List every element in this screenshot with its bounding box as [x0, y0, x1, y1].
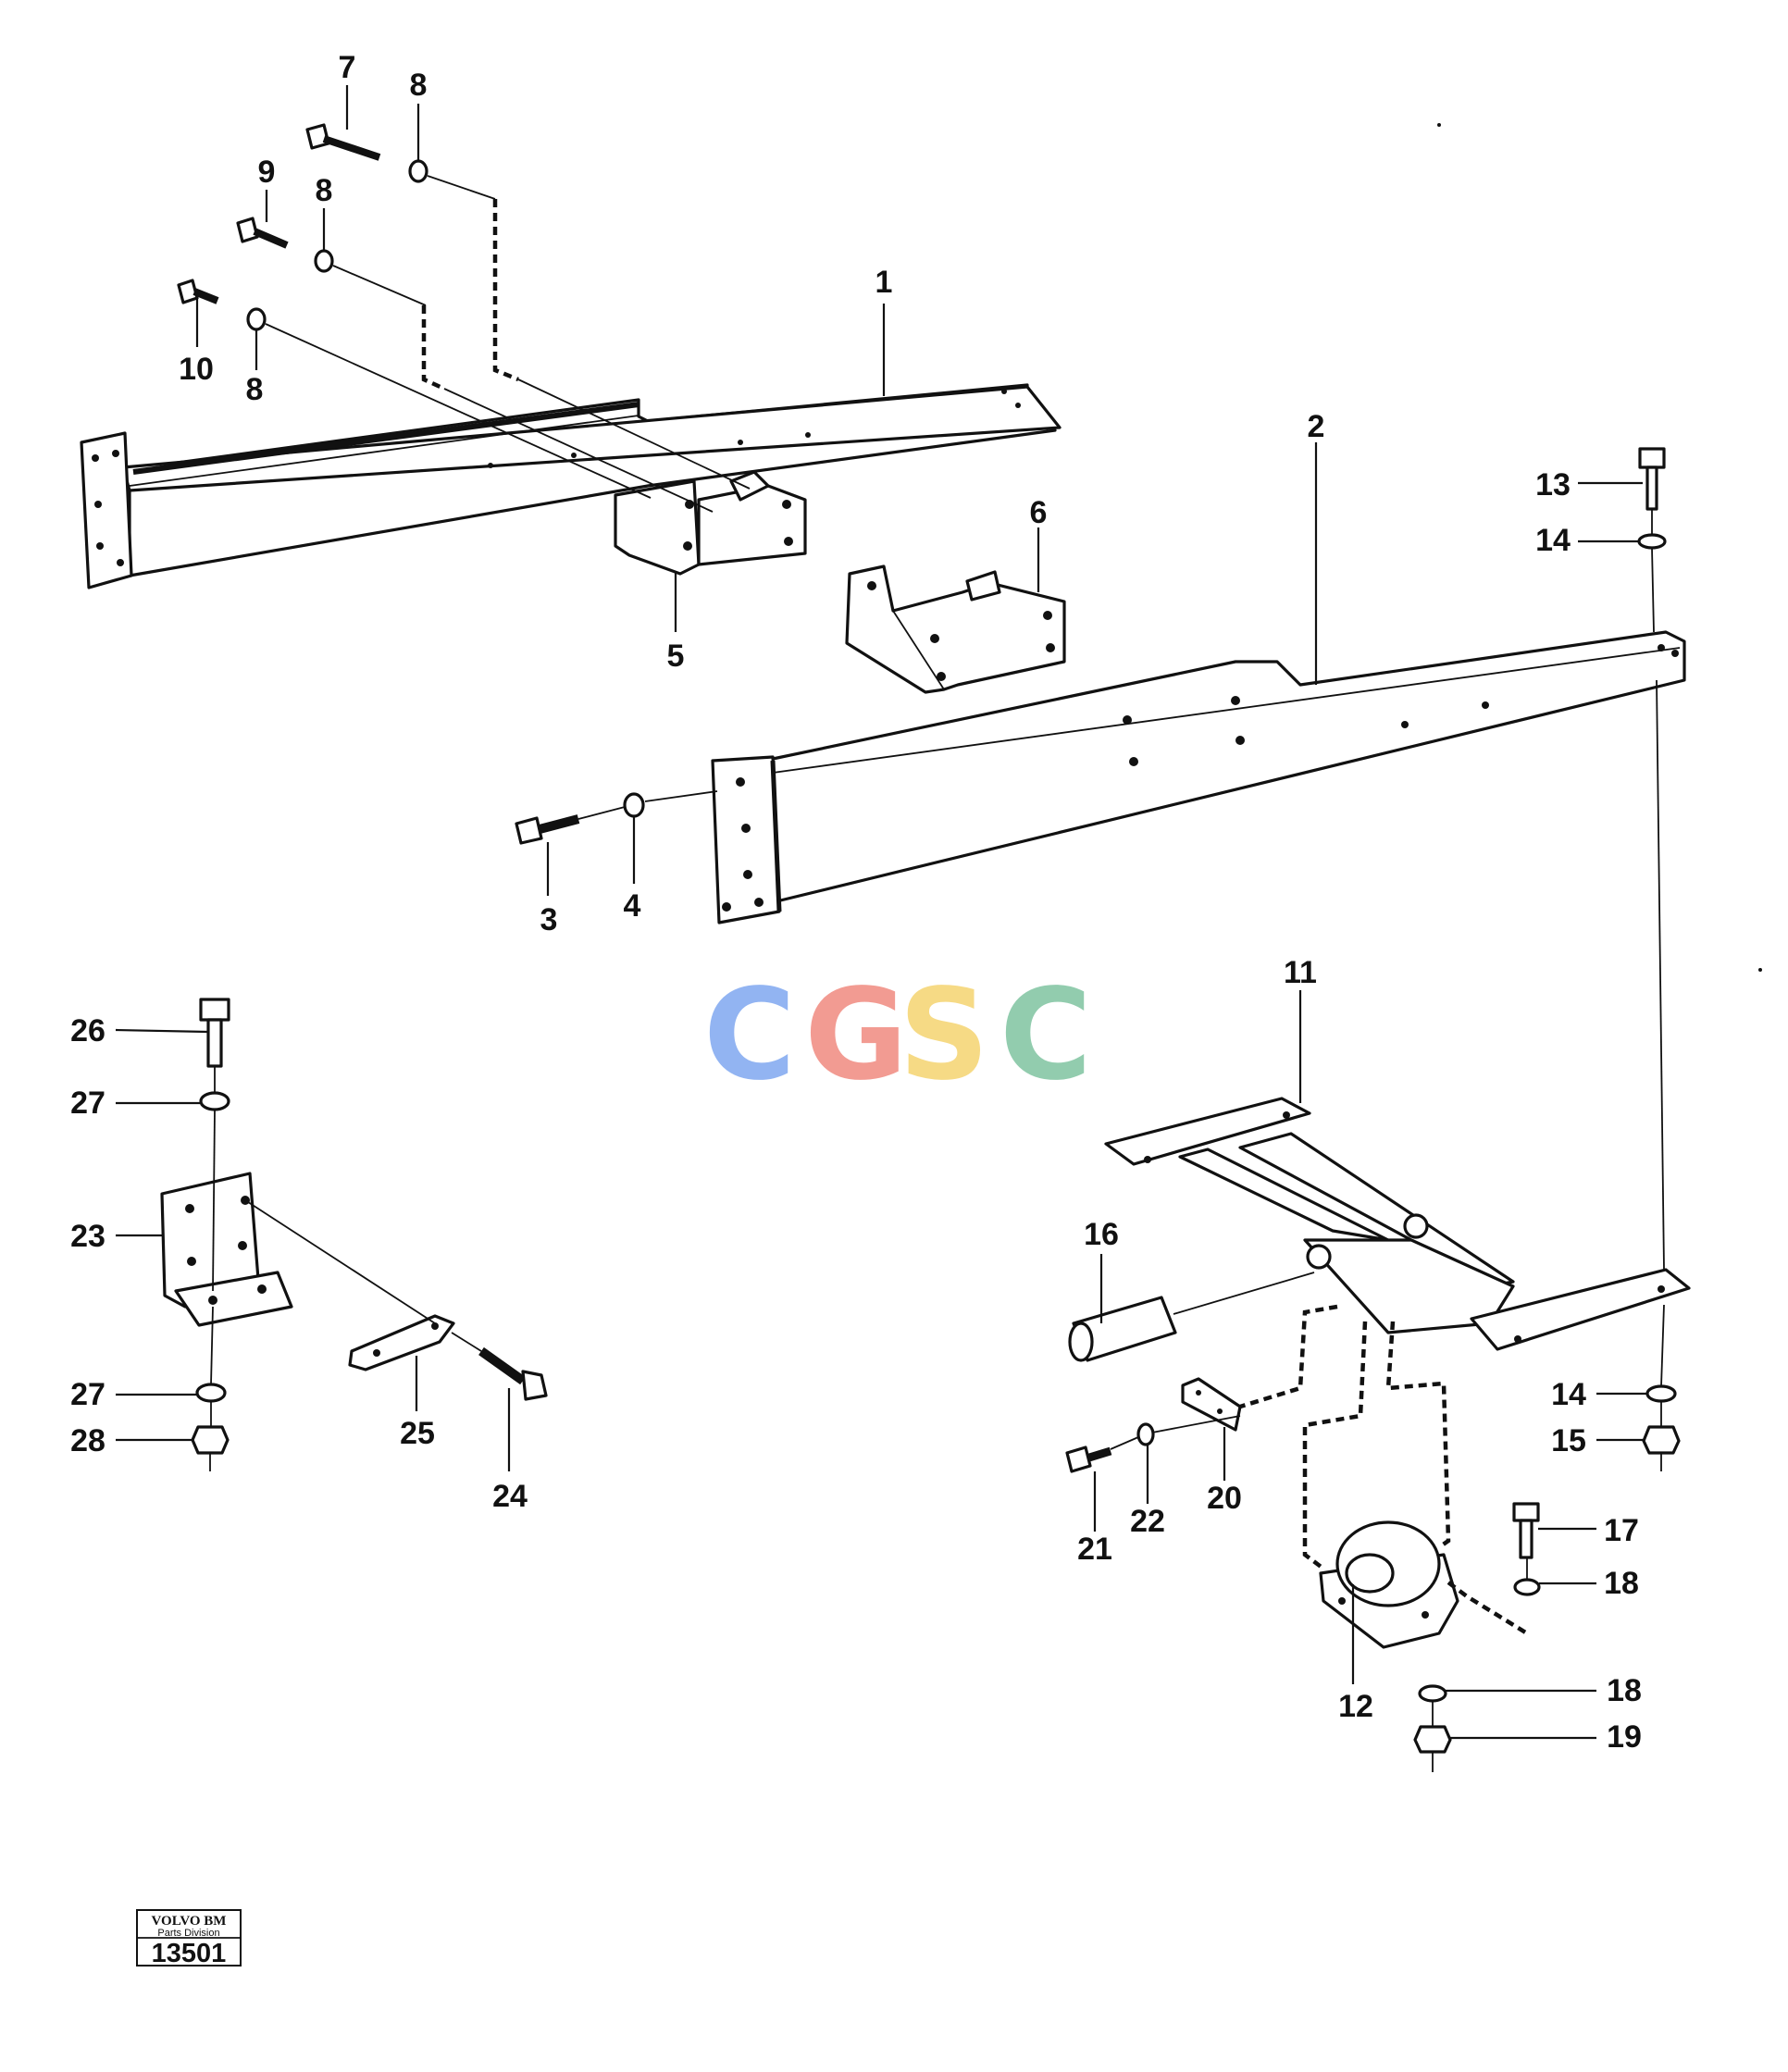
- frame-member-2: [711, 630, 1686, 924]
- callout-25: 25: [400, 1416, 435, 1451]
- frame-member-1: [80, 383, 1062, 589]
- callout-8: 8: [246, 372, 264, 407]
- callout-13: 13: [1535, 467, 1571, 502]
- callout-14: 14: [1535, 523, 1571, 558]
- callout-27: 27: [70, 1377, 106, 1412]
- bracket-6: [845, 565, 1066, 694]
- callout-11: 11: [1284, 955, 1317, 990]
- callout-2: 2: [1308, 409, 1325, 444]
- plate-25: [348, 1314, 455, 1371]
- watermark-letter-s: S: [899, 962, 989, 1109]
- callout-19: 19: [1607, 1719, 1642, 1755]
- fasteners: [177, 123, 1681, 1754]
- stamp-brand: VOLVO BM: [152, 1914, 227, 1929]
- callout-5: 5: [667, 639, 685, 674]
- bearing-12: [1319, 1520, 1459, 1649]
- callout-24: 24: [492, 1479, 528, 1514]
- watermark-logo: C G S C: [703, 962, 1092, 1109]
- callout-20: 20: [1207, 1481, 1242, 1516]
- callout-22: 22: [1130, 1504, 1165, 1539]
- catalog-stamp: VOLVO BM Parts Division 13501: [136, 1909, 242, 1968]
- scan-specks: [1437, 123, 1762, 972]
- callout-4: 4: [624, 888, 641, 924]
- callout-14: 14: [1551, 1377, 1586, 1412]
- watermark-letter-c2: C: [1000, 962, 1092, 1109]
- callout-23: 23: [70, 1219, 106, 1254]
- watermark-letter-c1: C: [703, 962, 796, 1109]
- callout-numbers: 7 8 9 8 10 8 1 2 5 6 3 4 13 14 11 16 14 …: [70, 50, 1642, 1755]
- callout-7: 7: [339, 50, 356, 85]
- callout-10: 10: [179, 352, 214, 387]
- callout-17: 17: [1604, 1513, 1639, 1548]
- callout-26: 26: [70, 1013, 106, 1048]
- pin-16: [1068, 1296, 1177, 1362]
- callout-8: 8: [410, 68, 428, 103]
- callout-8: 8: [316, 173, 333, 208]
- callout-28: 28: [70, 1423, 106, 1458]
- callout-27: 27: [70, 1086, 106, 1121]
- stamp-division: Parts Division: [157, 1928, 219, 1939]
- callout-21: 21: [1077, 1532, 1112, 1567]
- callout-9: 9: [258, 155, 276, 190]
- callout-18: 18: [1607, 1673, 1642, 1708]
- callout-1: 1: [875, 265, 893, 300]
- assembly-lines: [209, 175, 1665, 1772]
- callout-12: 12: [1338, 1689, 1373, 1724]
- callout-15: 15: [1551, 1423, 1586, 1458]
- bracket-5: [614, 470, 807, 576]
- stamp-number: 13501: [152, 1939, 227, 1968]
- subframe-11: [1104, 1097, 1691, 1351]
- leader-lines: [115, 85, 1647, 1740]
- callout-3: 3: [540, 902, 558, 937]
- plate-20: [1181, 1377, 1242, 1432]
- watermark-letter-g: G: [804, 962, 908, 1109]
- bracket-23: [160, 1172, 293, 1327]
- callout-6: 6: [1030, 495, 1048, 530]
- callout-16: 16: [1084, 1217, 1119, 1252]
- callout-18: 18: [1604, 1566, 1639, 1601]
